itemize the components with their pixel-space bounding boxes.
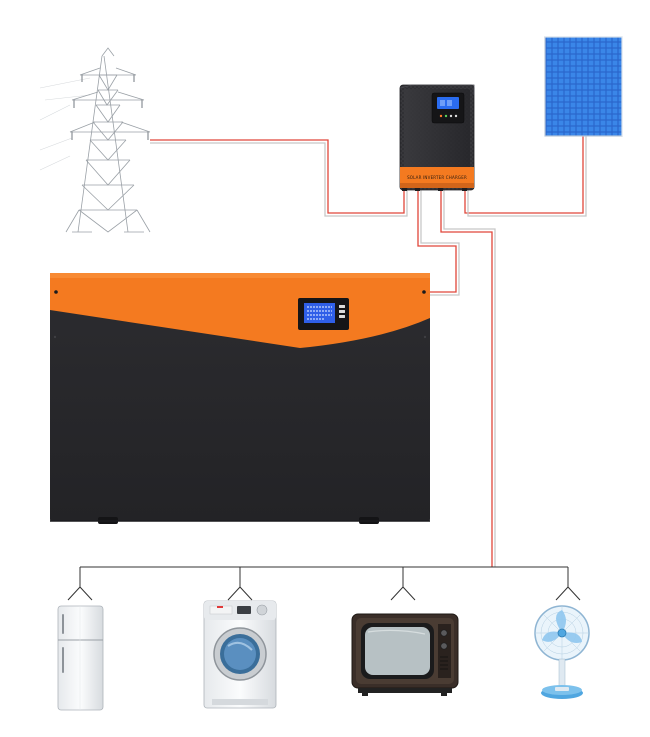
- load-wire: [440, 190, 496, 567]
- solar-panel-icon: [544, 36, 623, 137]
- washing-machine-icon: [203, 600, 277, 709]
- battery-display: [298, 298, 349, 330]
- solar-wire: [464, 136, 587, 217]
- battery-icon: [50, 273, 430, 524]
- battery-wire: [417, 190, 460, 296]
- power-lines: [39, 77, 91, 171]
- inverter-label: SOLAR INVERTER CHARGER: [407, 175, 467, 180]
- refrigerator-icon: [57, 605, 104, 711]
- inverter-icon: SOLAR INVERTER CHARGER: [399, 84, 475, 191]
- tv-icon: [351, 613, 459, 696]
- inverter-accent-strip: [400, 167, 474, 186]
- inverter-display: [431, 92, 465, 124]
- wiring: [67, 136, 587, 601]
- transmission-tower-icon: [39, 47, 151, 233]
- fan-icon: [534, 605, 590, 699]
- grid-wire: [150, 139, 408, 217]
- load-bus: [67, 566, 581, 601]
